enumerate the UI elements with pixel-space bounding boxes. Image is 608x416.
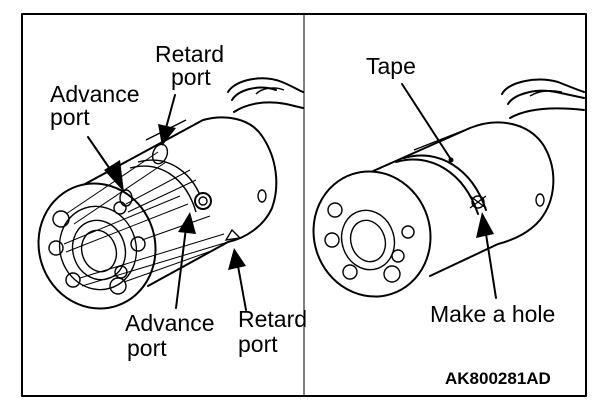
label-advance-bottom: Advance port	[125, 310, 221, 361]
tape-leader-line	[401, 83, 451, 159]
left-retard-port-bottom-hole	[224, 228, 242, 241]
left-advance-port-hole	[119, 189, 133, 207]
arrow-retard-top	[158, 94, 176, 146]
right-panel: Tape Make a hole AK800281AD	[312, 53, 585, 388]
left-camshaft-rear	[227, 77, 304, 113]
figure-code: AK800281AD	[445, 369, 551, 388]
left-panel: Retard port Advance port Advance port Re…	[37, 41, 313, 361]
right-front-face	[312, 170, 432, 298]
arrow-retard-bottom	[228, 248, 247, 311]
label-tape: Tape	[366, 53, 416, 79]
right-cylinder-body	[361, 121, 555, 277]
label-advance-bottom-line2: port	[127, 335, 167, 361]
label-advance-left-line1: Advance	[50, 81, 140, 107]
left-oil-passages	[63, 151, 229, 287]
arrow-advance-left	[87, 136, 124, 192]
arrow-advance-bottom	[175, 212, 196, 309]
label-retard-bottom-line1: Retard	[238, 306, 307, 332]
label-advance-left-line2: port	[50, 104, 90, 130]
label-retard-top-line2: port	[171, 64, 211, 90]
label-advance-bottom-line1: Advance	[125, 310, 215, 336]
arrow-make-hole	[476, 212, 497, 299]
left-retard-port-top-hole	[151, 143, 169, 165]
label-retard-bottom-line2: port	[238, 331, 278, 357]
left-front-face	[37, 182, 157, 310]
label-make-hole: Make a hole	[430, 301, 555, 327]
label-retard-top-line1: Retard	[155, 41, 224, 67]
label-advance-left: Advance port	[50, 81, 146, 130]
right-camshaft-rear	[501, 78, 585, 119]
right-hole-mark	[469, 195, 487, 209]
left-advance-port-ring	[194, 192, 212, 210]
label-retard-top: Retard port	[155, 41, 230, 90]
label-retard-bottom: Retard port	[238, 306, 313, 357]
